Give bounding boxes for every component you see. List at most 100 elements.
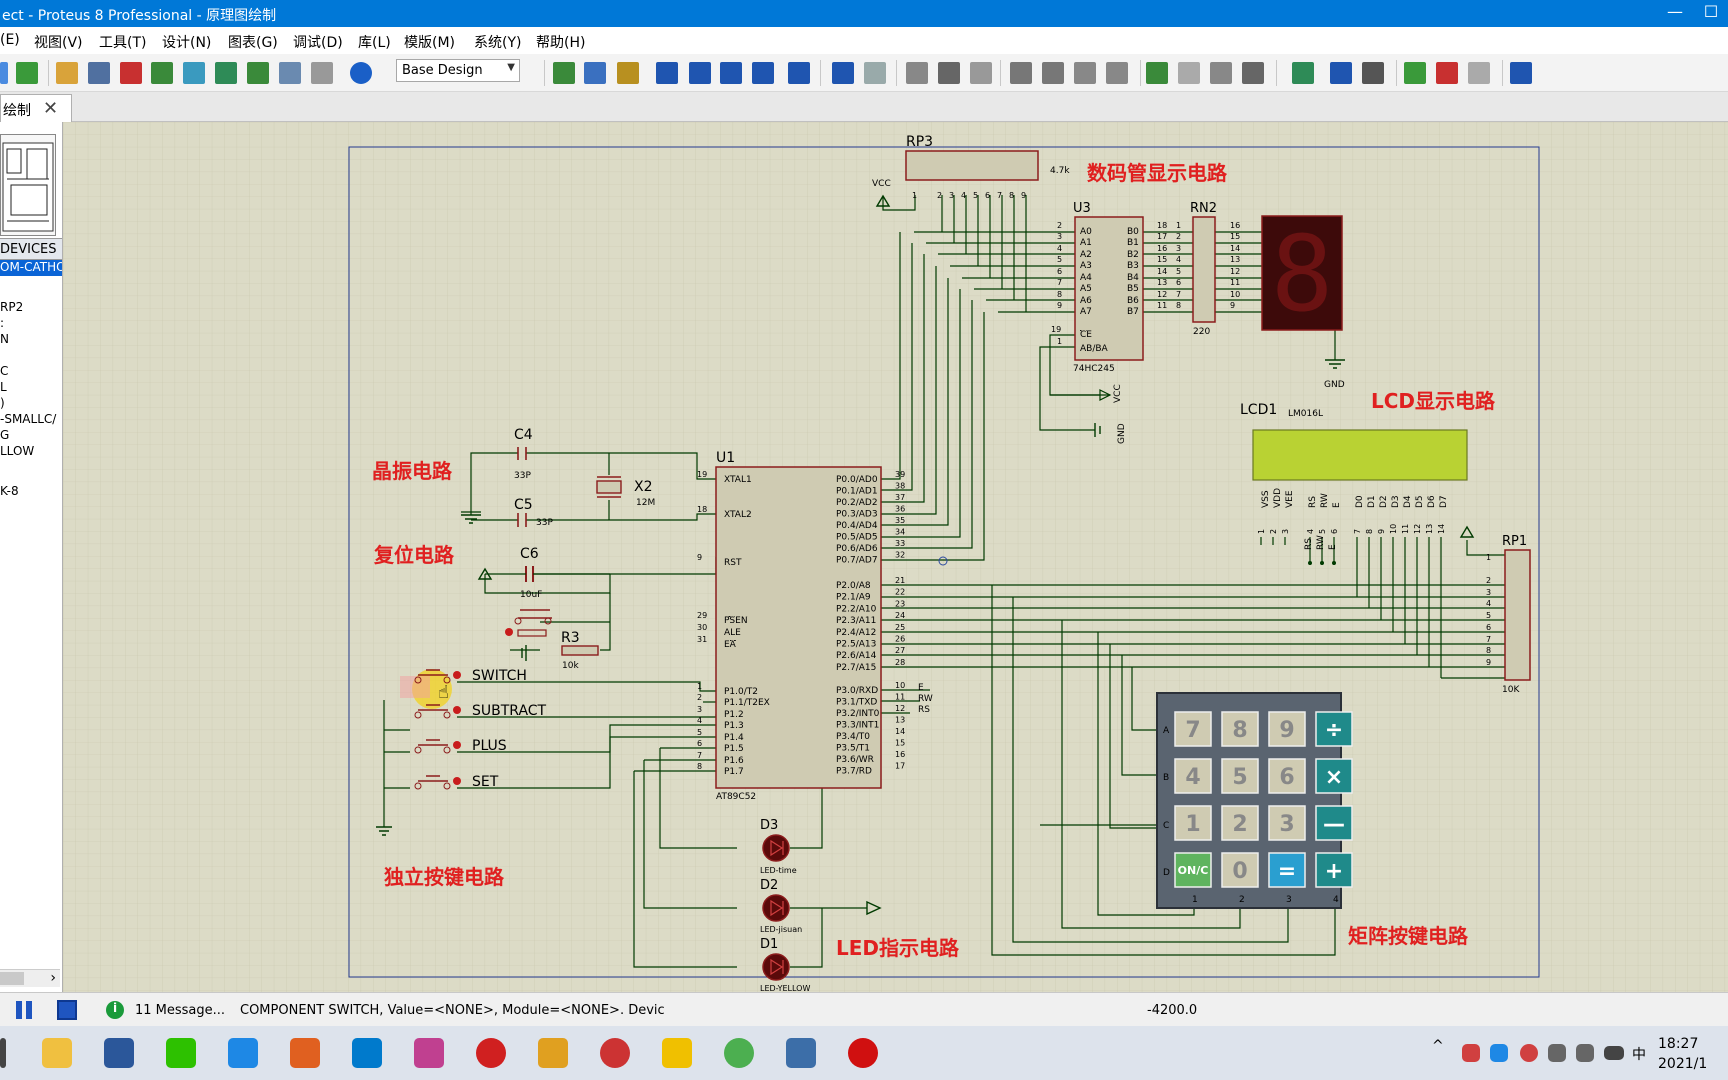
pick-device-icon[interactable] <box>1146 62 1168 84</box>
matlab-icon[interactable] <box>290 1038 320 1068</box>
keypad-key[interactable]: ÷ <box>1315 711 1353 747</box>
resistor-network-rp3[interactable]: RP3 4.7k <box>905 134 1070 181</box>
capacitor-c4[interactable] <box>517 447 527 460</box>
remove-sheet-icon[interactable] <box>1436 62 1458 84</box>
copy-icon[interactable] <box>938 62 960 84</box>
chevron-up-icon[interactable]: ^ <box>1432 1038 1444 1054</box>
device-item[interactable]: RP2 <box>0 300 24 314</box>
horizontal-scrollbar[interactable]: › <box>0 969 60 987</box>
seven-segment-display[interactable]: 8 <box>1261 213 1343 335</box>
key-button-set[interactable]: SET <box>414 774 499 790</box>
keypad-key[interactable]: = <box>1268 852 1306 888</box>
wechat-icon[interactable] <box>166 1038 196 1068</box>
resistor-network-rn2[interactable]: RN2 220 <box>1190 201 1217 337</box>
keypad-key[interactable]: 7 <box>1174 711 1212 747</box>
keypad-key[interactable]: 5 <box>1221 758 1259 794</box>
screen-recorder-icon[interactable] <box>848 1038 878 1068</box>
device-item[interactable]: L <box>0 380 7 394</box>
zoom-all-icon[interactable] <box>752 62 774 84</box>
device-item[interactable] <box>0 348 62 364</box>
block-rotate-icon[interactable] <box>1074 62 1096 84</box>
minimize-button[interactable]: — <box>1667 2 1683 21</box>
device-item[interactable] <box>0 460 62 476</box>
zoom-area-icon[interactable] <box>788 62 810 84</box>
help-icon[interactable] <box>350 62 372 84</box>
chrome-icon[interactable] <box>724 1038 754 1068</box>
office-app-icon[interactable] <box>538 1038 568 1068</box>
schematic-icon[interactable] <box>88 62 110 84</box>
netease-music-icon[interactable] <box>476 1038 506 1068</box>
ic-u3-74hc245[interactable]: U3 74HC245 <box>1073 201 1144 374</box>
tab-schematic-capture[interactable]: 绘制 ✕ <box>0 94 72 122</box>
stop-icon[interactable] <box>57 1000 77 1020</box>
device-item[interactable]: -SMALLC/ <box>0 412 57 426</box>
scrollbar-thumb[interactable] <box>0 972 24 985</box>
menu-graph[interactable]: 图表(G) <box>228 35 278 51</box>
paste-icon[interactable] <box>970 62 992 84</box>
keypad-key[interactable]: + <box>1315 852 1353 888</box>
make-device-icon[interactable] <box>1178 62 1200 84</box>
menu-help[interactable]: 帮助(H) <box>536 35 586 51</box>
search-icon[interactable] <box>1330 62 1352 84</box>
cut-icon[interactable] <box>906 62 928 84</box>
lcd-lm016l[interactable]: LCD1 LM016L <box>1240 402 1468 481</box>
open-icon[interactable] <box>0 62 8 84</box>
redo-icon[interactable] <box>864 62 886 84</box>
wire-autorouter-icon[interactable] <box>1292 62 1314 84</box>
chevron-right-icon[interactable]: › <box>50 970 56 986</box>
electrical-rule-check-icon[interactable] <box>1510 62 1532 84</box>
key-button-switch[interactable]: SWITCH <box>414 668 527 684</box>
volume-icon[interactable] <box>1548 1044 1566 1062</box>
device-item[interactable]: LLOW <box>0 444 35 458</box>
refresh-icon[interactable] <box>553 62 575 84</box>
zoom-out-icon[interactable] <box>720 62 742 84</box>
taskbar-clock[interactable]: 18:27 2021/1 <box>1658 1034 1728 1074</box>
source-code-icon[interactable] <box>279 62 301 84</box>
bom-icon[interactable] <box>247 62 269 84</box>
key-button-plus[interactable]: PLUS <box>414 738 507 754</box>
device-item[interactable]: C <box>0 364 9 378</box>
menu-view[interactable]: 视图(V) <box>34 35 83 51</box>
keypad-key[interactable]: 8 <box>1221 711 1259 747</box>
capacitor-c5[interactable] <box>517 513 527 527</box>
device-item[interactable] <box>0 276 62 292</box>
menu-library[interactable]: 库(L) <box>358 35 391 51</box>
keypad-key[interactable]: 4 <box>1174 758 1212 794</box>
zoom-in-icon[interactable] <box>689 62 711 84</box>
record-icon[interactable] <box>1520 1044 1538 1062</box>
keypad-key[interactable]: × <box>1315 758 1353 794</box>
keypad-key[interactable]: 2 <box>1221 805 1259 841</box>
led-d2[interactable]: D2 LED-jisuan <box>760 878 802 934</box>
home-icon[interactable] <box>56 62 78 84</box>
pause-icon[interactable] <box>16 1001 22 1019</box>
keypad-key[interactable]: 0 <box>1221 852 1259 888</box>
search-icon[interactable] <box>0 1038 6 1068</box>
schematic-drawing[interactable]: RP3 4.7k 1 2 3 4 5 6 7 8 9 VCC U3 74HC24… <box>63 122 1728 992</box>
jetbrains-icon[interactable] <box>414 1038 444 1068</box>
maximize-button[interactable]: ☐ <box>1703 2 1719 21</box>
device-item[interactable]: K-8 <box>0 484 19 498</box>
resistor-network-rp1[interactable]: RP1 10K <box>1459 525 1531 695</box>
undo-icon[interactable] <box>832 62 854 84</box>
ime-indicator[interactable]: 中 <box>1632 1047 1646 1063</box>
menu-system[interactable]: 系统(Y) <box>474 35 522 51</box>
word-icon[interactable] <box>104 1038 134 1068</box>
keypad-key[interactable]: 1 <box>1174 805 1212 841</box>
keypad-key[interactable]: ON/C <box>1174 852 1212 888</box>
3d-view-icon[interactable] <box>183 62 205 84</box>
schematic-canvas[interactable]: RP3 4.7k 1 2 3 4 5 6 7 8 9 VCC U3 74HC24… <box>63 122 1728 992</box>
grid-icon[interactable] <box>584 62 606 84</box>
battery-icon[interactable] <box>1604 1046 1624 1060</box>
device-item[interactable]: G <box>0 428 10 442</box>
vscode-icon[interactable] <box>352 1038 382 1068</box>
device-item[interactable]: : <box>0 316 5 330</box>
gerber-icon[interactable] <box>215 62 237 84</box>
bluetooth-icon[interactable] <box>1490 1044 1508 1062</box>
key-button-subtract[interactable]: SUBTRACT <box>414 703 547 719</box>
block-move-icon[interactable] <box>1042 62 1064 84</box>
mcu-u1-at89c52[interactable]: U1 AT89C52 <box>715 450 882 802</box>
block-delete-icon[interactable] <box>1106 62 1128 84</box>
keypad-key[interactable]: 9 <box>1268 711 1306 747</box>
exit-to-parent-icon[interactable] <box>1468 62 1490 84</box>
bluetooth-app-icon[interactable] <box>228 1038 258 1068</box>
